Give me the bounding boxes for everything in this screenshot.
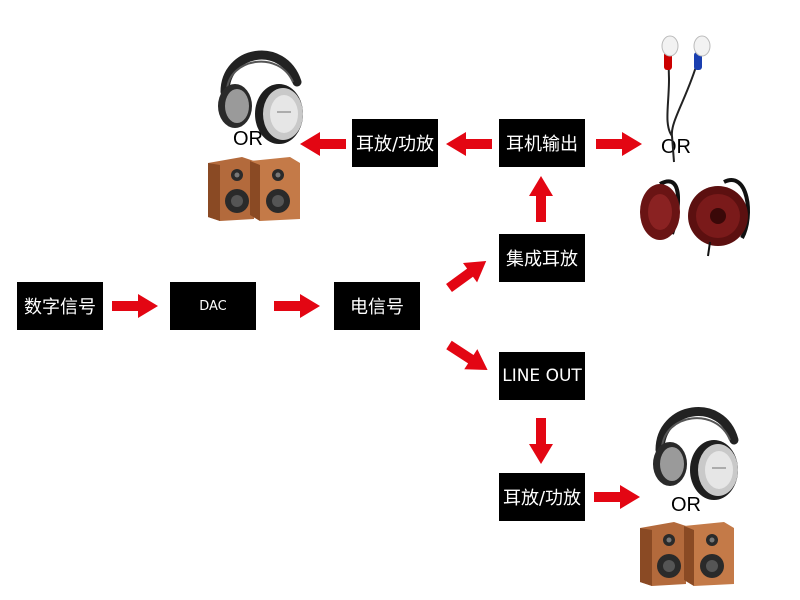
node-electric-signal: 电信号 [334,282,420,330]
or-label-top-right: OR [661,136,691,158]
node-amp-top: 耳放/功放 [352,119,438,167]
node-digital-signal: 数字信号 [17,282,103,330]
node-integrated-amp: 集成耳放 [499,234,585,282]
arrow-electric-to-integrated-amp [441,251,494,298]
node-dac: DAC [170,282,256,330]
arrow-integrated-amp-to-headphone-out [529,176,553,222]
node-headphone-out: 耳机输出 [499,119,585,167]
arrow-digital-to-dac [112,294,158,318]
arrow-headphone-out-to-amp [446,132,492,156]
or-label-bottom: OR [671,494,701,516]
arrow-headphone-out-to-earphones [596,132,642,156]
node-line-out: LINE OUT [499,352,585,400]
node-amp-bottom: 耳放/功放 [499,473,585,521]
arrow-line-out-to-amp [529,418,553,464]
arrow-amp-to-top-left-devices [300,132,346,156]
arrow-amp-to-bottom-devices [594,485,640,509]
arrow-electric-to-line-out [442,334,495,381]
or-label-top-left: OR [233,128,263,150]
arrow-dac-to-electric [274,294,320,318]
